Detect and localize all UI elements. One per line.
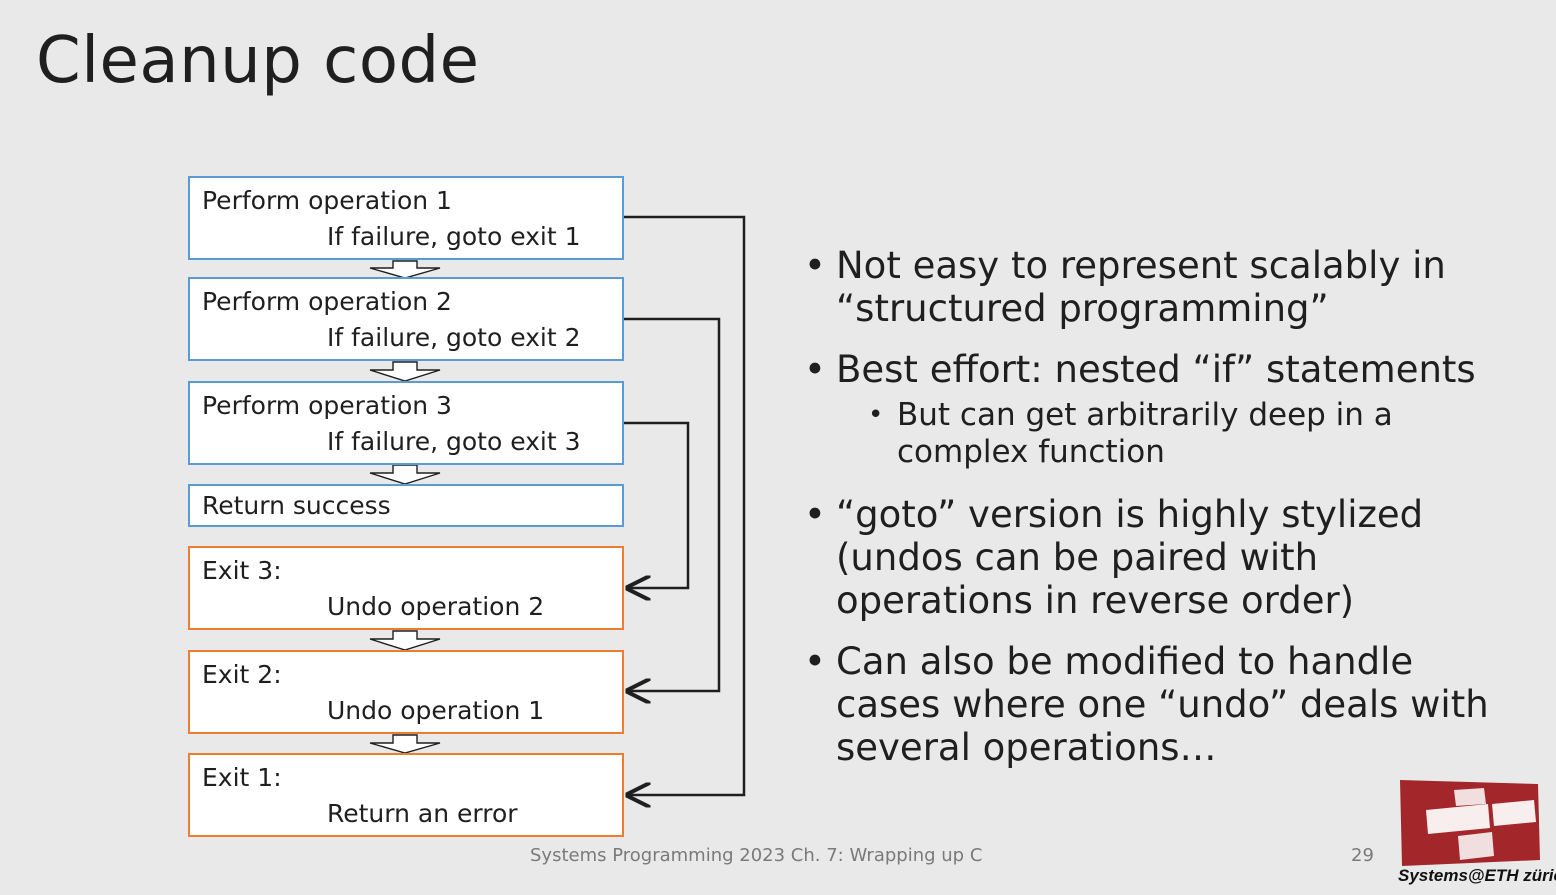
bullet-text: Best effort: nested “if” statements [836,348,1476,391]
box-detail: If failure, goto exit 1 [327,222,581,251]
box-perform-operation-2: Perform operation 2 If failure, goto exi… [188,277,624,361]
block-arrow-3-4 [369,464,441,485]
bullet-list: • Not easy to represent scalably in “str… [804,244,1524,787]
bullet-item: • “goto” version is highly stylized (und… [804,493,1524,622]
bullet-dot-icon: • [804,244,826,287]
box-heading: Exit 2: [202,660,282,689]
block-arrow-1-2 [369,260,441,279]
box-heading: Perform operation 3 [202,391,452,420]
box-detail: If failure, goto exit 3 [327,427,581,456]
box-heading: Perform operation 2 [202,287,452,316]
bullet-dot-icon: • [804,493,826,536]
logo-text: Systems@ETH zürich [1398,866,1556,885]
bullet-dot-icon: • [868,400,884,430]
box-detail: Undo operation 2 [327,592,545,621]
bullet-text: Can also be modified to handle cases whe… [836,640,1489,769]
slide-title: Cleanup code [36,24,480,98]
bullet-item: • Best effort: nested “if” statements [804,348,1524,391]
goto-exit-1-connector [624,215,746,795]
systems-eth-logo [1400,780,1540,866]
box-detail: Return an error [327,799,518,828]
box-heading: Perform operation 1 [202,186,452,215]
box-return-success: Return success [188,484,624,527]
bullet-item: • Can also be modified to handle cases w… [804,640,1524,769]
box-perform-operation-1: Perform operation 1 If failure, goto exi… [188,176,624,260]
bullet-text: Not easy to represent scalably in “struc… [836,244,1446,330]
box-heading: Exit 3: [202,556,282,585]
sub-bullet-item: • But can get arbitrarily deep in a comp… [804,397,1524,471]
box-detail: Undo operation 1 [327,696,545,725]
box-heading: Exit 1: [202,763,282,792]
box-heading: Return success [202,491,391,520]
bullet-dot-icon: • [804,348,826,391]
sub-bullet-text: But can get arbitrarily deep in a comple… [897,397,1393,470]
bullet-item: • Not easy to represent scalably in “str… [804,244,1524,330]
goto-exit-3-connector [624,421,690,588]
goto-exit-2-connector [624,317,721,691]
bullet-text: “goto” version is highly stylized (undos… [836,493,1424,622]
block-arrow-2-3 [369,361,441,382]
block-arrow-5-6 [369,630,441,651]
box-exit-2: Exit 2: Undo operation 1 [188,650,624,734]
page-number: 29 [1351,845,1374,866]
block-arrow-6-7 [369,734,441,754]
box-exit-3: Exit 3: Undo operation 2 [188,546,624,630]
box-exit-1: Exit 1: Return an error [188,753,624,837]
box-detail: If failure, goto exit 2 [327,323,581,352]
bullet-dot-icon: • [804,640,826,683]
slide-footer: Systems Programming 2023 Ch. 7: Wrapping… [530,845,983,866]
box-perform-operation-3: Perform operation 3 If failure, goto exi… [188,381,624,465]
